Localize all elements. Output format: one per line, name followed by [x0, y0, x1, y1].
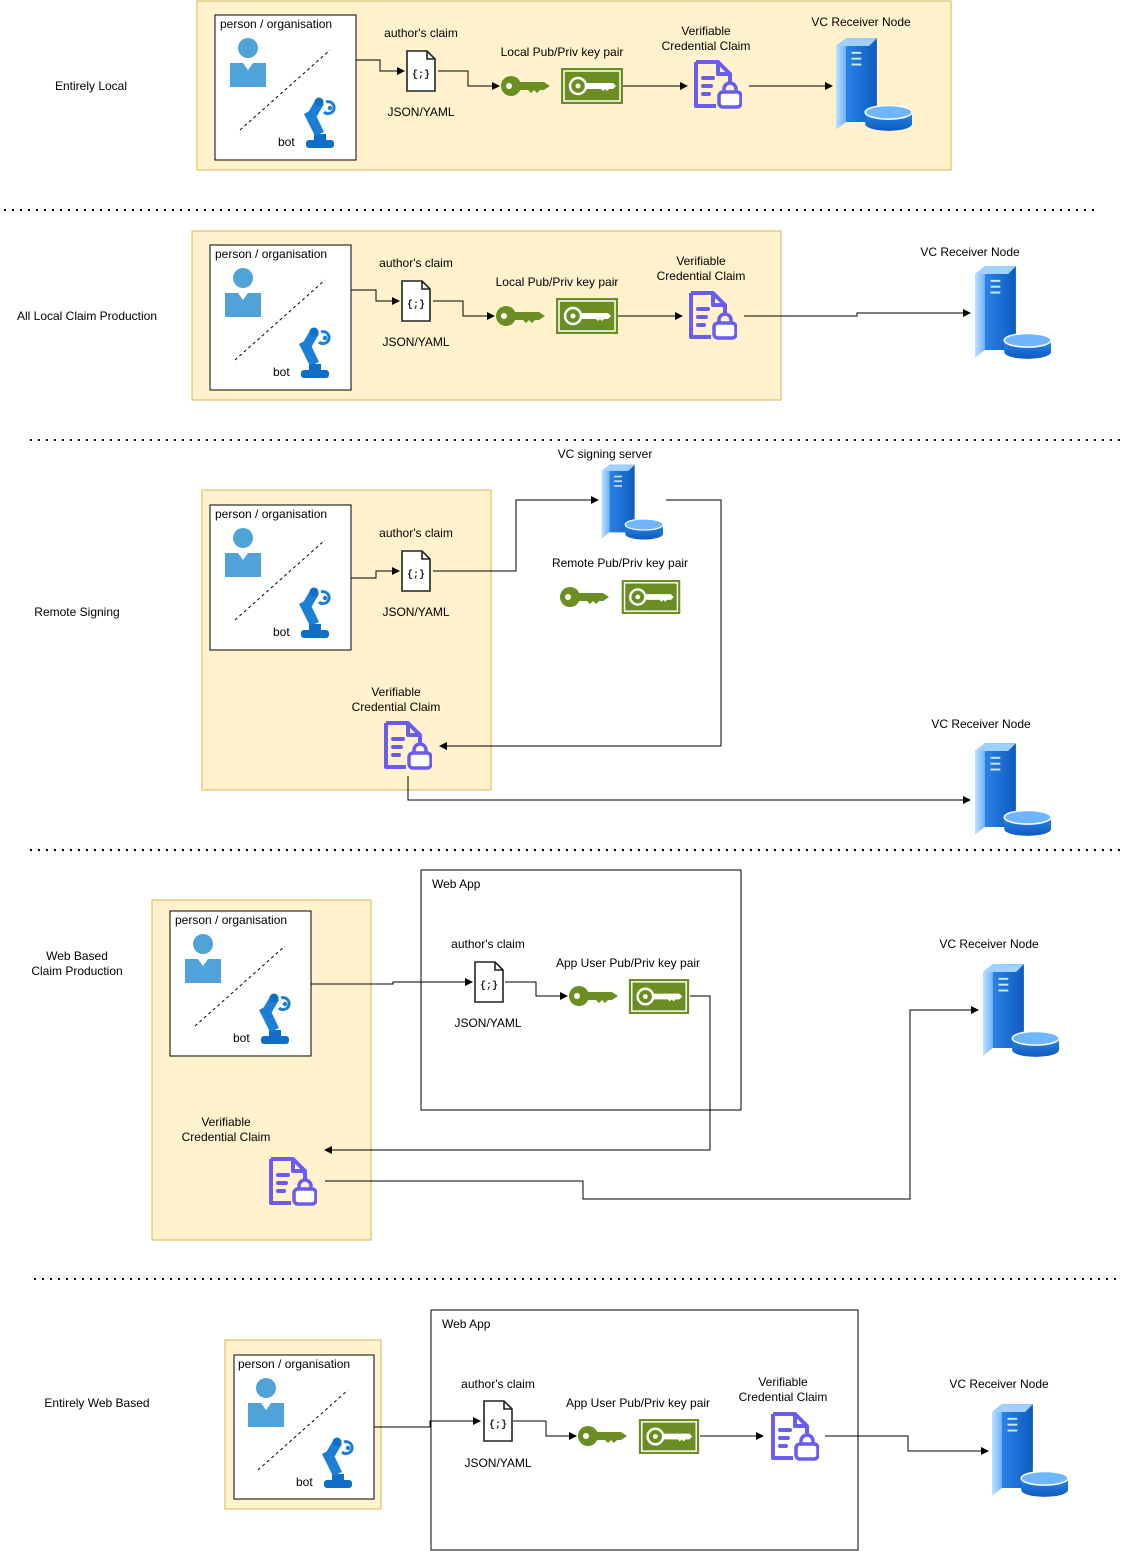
connectors — [311, 59, 989, 1455]
key-card-icon — [556, 298, 618, 334]
person-org-label: person / organisation — [220, 17, 333, 31]
web-app-label: Web App — [432, 877, 481, 891]
key-card-icon — [628, 979, 690, 1014]
keypair-label: App User Pub/Priv key pair — [555, 956, 701, 970]
section-separators — [4, 209, 1122, 1280]
json-yaml-label: JSON/YAML — [387, 105, 455, 119]
json-file-icon — [474, 961, 504, 1003]
json-yaml-label: JSON/YAML — [464, 1456, 532, 1470]
person-org-label: person / organisation — [215, 247, 328, 261]
receiver-label: VC Receiver Node — [949, 1377, 1049, 1391]
authors-claim-label: author's claim — [384, 26, 458, 40]
person-org-label: person / organisation — [238, 1357, 351, 1371]
keypair-label: Remote Pub/Priv key pair — [551, 556, 689, 570]
vc-claim-label-line1: Verifiable — [758, 1375, 808, 1389]
bot-label: bot — [273, 365, 290, 379]
bot-label: bot — [233, 1031, 250, 1045]
authors-claim-label: author's claim — [461, 1377, 535, 1391]
vc-claim-label-line2: Credential Claim — [181, 1130, 271, 1144]
json-file-icon — [483, 1400, 513, 1442]
keypair-label: App User Pub/Priv key pair — [565, 1396, 711, 1410]
receiver-label: VC Receiver Node — [811, 15, 911, 29]
json-yaml-label: JSON/YAML — [382, 605, 450, 619]
person-org-label: person / organisation — [175, 913, 288, 927]
bot-label: bot — [296, 1475, 313, 1489]
vc-claim-label-line2: Credential Claim — [656, 269, 746, 283]
signing-server-icon — [600, 464, 663, 541]
vc-claim-label-line2: Credential Claim — [351, 700, 441, 714]
receiver-server-icon — [982, 963, 1059, 1058]
scenario-title: Remote Signing — [34, 605, 120, 619]
receiver-server-icon — [974, 742, 1051, 837]
keypair-label: Local Pub/Priv key pair — [500, 45, 624, 59]
receiver-label: VC Receiver Node — [939, 937, 1039, 951]
vc-claim-label-line2: Credential Claim — [738, 1390, 828, 1404]
actor-box-1 — [214, 14, 357, 161]
receiver-server-icon — [974, 265, 1051, 360]
actor-box-2 — [209, 244, 352, 391]
receiver-label: VC Receiver Node — [931, 717, 1031, 731]
key-icon — [560, 587, 609, 607]
web-app-container-5 — [430, 1309, 859, 1551]
key-card-icon — [620, 580, 682, 614]
json-yaml-label: JSON/YAML — [454, 1016, 522, 1030]
vc-claim-label-line1: Verifiable — [676, 254, 726, 268]
scenario-title: Entirely Web Based — [44, 1396, 150, 1410]
keypair-label: Local Pub/Priv key pair — [495, 275, 619, 289]
scenario-title: All Local Claim Production — [16, 309, 158, 323]
person-org-label: person / organisation — [215, 507, 328, 521]
web-app-label: Web App — [442, 1317, 491, 1331]
verifiable-credential-icon — [771, 1412, 819, 1461]
actor-box-4 — [169, 910, 312, 1057]
key-card-icon — [561, 68, 623, 104]
scenario-title: Entirely Local — [54, 79, 128, 93]
vc-claim-label-line1: Verifiable — [371, 685, 421, 699]
scenario-title-line1: Web Based — [46, 949, 108, 963]
json-file-icon — [401, 280, 431, 322]
vc-claim-label-line1: Verifiable — [681, 24, 731, 38]
web-app-container-4 — [420, 869, 742, 1111]
json-yaml-label: JSON/YAML — [382, 335, 450, 349]
actor-box-3 — [209, 504, 352, 651]
key-icon — [578, 1426, 627, 1446]
authors-claim-label: author's claim — [379, 256, 453, 270]
vc-claim-label-line1: Verifiable — [201, 1115, 251, 1129]
signing-server-label: VC signing server — [557, 447, 653, 461]
json-file-icon — [406, 50, 436, 92]
bot-label: bot — [278, 135, 295, 149]
receiver-label: VC Receiver Node — [920, 245, 1020, 259]
key-card-icon — [638, 1419, 700, 1454]
authors-claim-label: author's claim — [379, 526, 453, 540]
scenario-title-line2: Claim Production — [31, 964, 123, 978]
key-icon — [569, 986, 618, 1006]
actor-box-5 — [233, 1354, 375, 1500]
receiver-server-icon — [991, 1403, 1068, 1498]
authors-claim-label: author's claim — [451, 937, 525, 951]
vc-claim-label-line2: Credential Claim — [661, 39, 751, 53]
json-file-icon — [401, 550, 431, 592]
bot-label: bot — [273, 625, 290, 639]
